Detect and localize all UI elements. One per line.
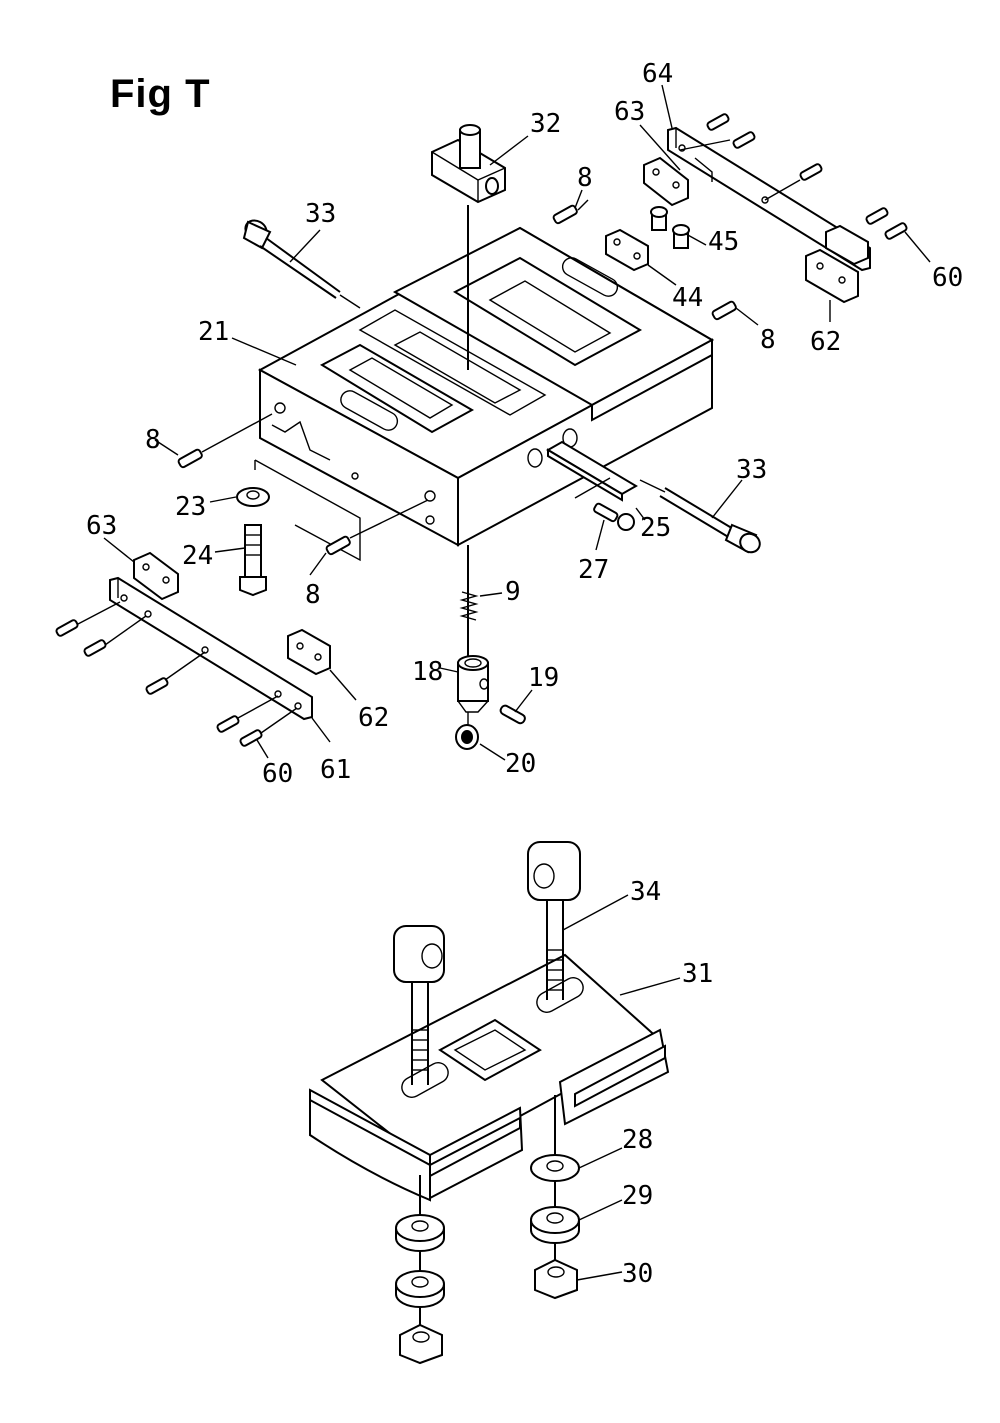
callout-19: 19	[528, 663, 559, 693]
set-screw-8-top	[552, 199, 589, 225]
washer-23	[236, 487, 270, 507]
figure-title: Fig T	[110, 72, 211, 116]
callout-33-right: 33	[736, 455, 767, 485]
nut-left	[399, 1323, 443, 1365]
callout-31: 31	[682, 959, 713, 989]
callout-63-right: 63	[614, 97, 645, 127]
spring-9	[459, 591, 479, 621]
clamp-pin-32	[431, 124, 506, 370]
callout-9: 9	[505, 577, 521, 607]
clip-63-right	[643, 156, 689, 207]
callout-34: 34	[630, 877, 661, 907]
callout-8-left: 8	[145, 425, 161, 455]
screw-27	[593, 502, 635, 531]
leader-lines	[103, 84, 931, 1281]
callout-8-front: 8	[305, 580, 321, 610]
washer-28	[530, 1154, 580, 1182]
callout-61-left: 61	[320, 755, 351, 785]
key-rail-25	[546, 440, 638, 502]
callout-27: 27	[578, 555, 609, 585]
callout-29: 29	[622, 1181, 653, 1211]
set-screw-8-front	[325, 499, 429, 556]
lower-bracket-outline	[254, 459, 361, 562]
callout-25: 25	[640, 513, 671, 543]
bolt-24	[239, 524, 267, 597]
callout-8-right: 8	[760, 325, 776, 355]
small-plate-right	[825, 224, 869, 266]
callout-32: 32	[530, 109, 561, 139]
washer-left-lower	[395, 1270, 445, 1308]
callout-44: 44	[672, 283, 703, 313]
plate-44	[605, 228, 649, 272]
clamp-screw-34-right	[527, 841, 581, 1000]
callout-23: 23	[175, 492, 206, 522]
plate-61	[109, 576, 313, 721]
callout-24: 24	[182, 541, 213, 571]
screws-60-right	[679, 113, 908, 240]
nut-30	[534, 1258, 578, 1300]
set-screw-8-right	[711, 300, 737, 321]
sleeve-18	[457, 655, 489, 713]
plate-64	[667, 126, 871, 272]
callout-8-top: 8	[577, 163, 593, 193]
callout-20: 20	[505, 749, 536, 779]
callout-21: 21	[198, 317, 229, 347]
long-bolt-33-right	[639, 479, 761, 554]
set-screw-8-left	[177, 413, 273, 469]
callout-60-left: 60	[262, 759, 293, 789]
callout-63-left: 63	[86, 511, 117, 541]
callout-33-left: 33	[305, 199, 336, 229]
pin-19	[499, 704, 526, 725]
callout-18: 18	[412, 657, 443, 687]
vise-body-21	[257, 226, 715, 547]
callout-28: 28	[622, 1125, 653, 1155]
callout-30: 30	[622, 1259, 653, 1289]
washer-29	[530, 1206, 580, 1244]
callout-64: 64	[642, 59, 673, 89]
bearing-20	[455, 712, 479, 750]
callout-60-right: 60	[932, 263, 963, 293]
screws-60-left	[55, 601, 298, 747]
pad-62-right	[805, 248, 859, 304]
clip-63-left	[133, 551, 179, 601]
clamp-screw-34-left	[393, 925, 445, 1085]
pad-62-left	[287, 628, 331, 676]
base-31	[309, 953, 670, 1202]
bolts-45	[650, 206, 690, 249]
washer-left-upper	[395, 1214, 445, 1252]
callout-62-left: 62	[358, 703, 389, 733]
callout-62-right: 62	[810, 327, 841, 357]
long-bolt-33-left	[242, 219, 361, 309]
callout-45: 45	[708, 227, 739, 257]
